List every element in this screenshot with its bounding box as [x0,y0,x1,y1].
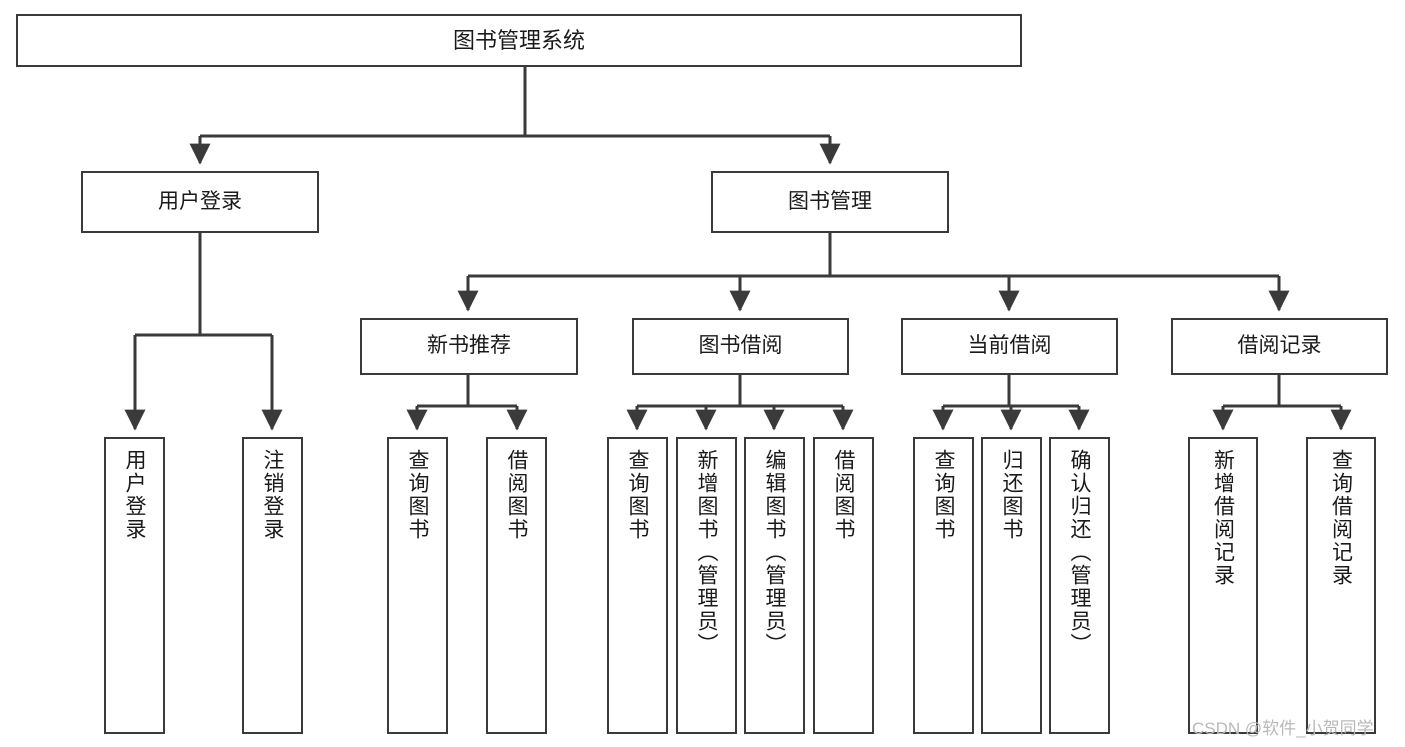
leaf-add-borrow-record[interactable]: 新增借阅记录 [1188,437,1258,734]
leaf-edit-book-admin[interactable]: 编辑图书（管理员） [744,437,805,734]
node-book-management-label: 图书管理 [788,189,872,213]
node-borrow-records-label: 借阅记录 [1237,334,1322,358]
csdn-watermark: CSDN @软件_小贺同学 [1192,719,1374,738]
leaf-return-book[interactable]: 归还图书 [981,437,1042,734]
leaf-user-logout-label: 注销登录 [261,449,284,541]
node-new-book-recommend[interactable]: 新书推荐 [360,318,578,375]
node-borrow-records[interactable]: 借阅记录 [1171,318,1388,375]
node-book-management[interactable]: 图书管理 [711,171,949,233]
leaf-return-book-label: 归还图书 [1000,449,1023,541]
node-current-borrow[interactable]: 当前借阅 [901,318,1118,375]
leaf-query-book-current[interactable]: 查询图书 [913,437,974,734]
leaf-borrow-book[interactable]: 借阅图书 [813,437,874,734]
node-user-login[interactable]: 用户登录 [81,171,319,233]
leaf-borrow-book-recommend-label: 借阅图书 [505,449,528,541]
node-user-login-label: 用户登录 [158,189,242,213]
leaf-edit-book-admin-label: 编辑图书（管理员） [763,449,786,656]
leaf-query-book-borrow-label: 查询图书 [626,449,649,541]
leaf-add-book-admin[interactable]: 新增图书（管理员） [676,437,737,734]
leaf-add-borrow-record-label: 新增借阅记录 [1211,449,1235,587]
leaf-user-login[interactable]: 用户登录 [104,437,165,734]
node-new-book-recommend-label: 新书推荐 [427,334,511,358]
leaf-query-book-recommend-label: 查询图书 [406,449,429,541]
leaf-query-book-current-label: 查询图书 [932,449,955,541]
leaf-add-book-admin-label: 新增图书（管理员） [695,449,718,656]
leaf-query-book-recommend[interactable]: 查询图书 [387,437,448,734]
leaf-confirm-return-admin-label: 确认归还（管理员） [1068,449,1091,656]
node-root-label: 图书管理系统 [452,27,585,53]
node-book-borrow[interactable]: 图书借阅 [632,318,849,375]
leaf-query-book-borrow[interactable]: 查询图书 [607,437,668,734]
node-book-borrow-label: 图书借阅 [698,334,783,358]
leaf-user-login-label: 用户登录 [123,449,146,541]
leaf-query-borrow-record-label: 查询借阅记录 [1329,449,1353,587]
leaf-user-logout[interactable]: 注销登录 [242,437,303,734]
leaf-borrow-book-label: 借阅图书 [832,449,855,541]
leaf-borrow-book-recommend[interactable]: 借阅图书 [486,437,547,734]
leaf-confirm-return-admin[interactable]: 确认归还（管理员） [1049,437,1110,734]
node-root[interactable]: 图书管理系统 [16,14,1022,67]
leaf-query-borrow-record[interactable]: 查询借阅记录 [1306,437,1376,734]
node-current-borrow-label: 当前借阅 [967,334,1052,358]
